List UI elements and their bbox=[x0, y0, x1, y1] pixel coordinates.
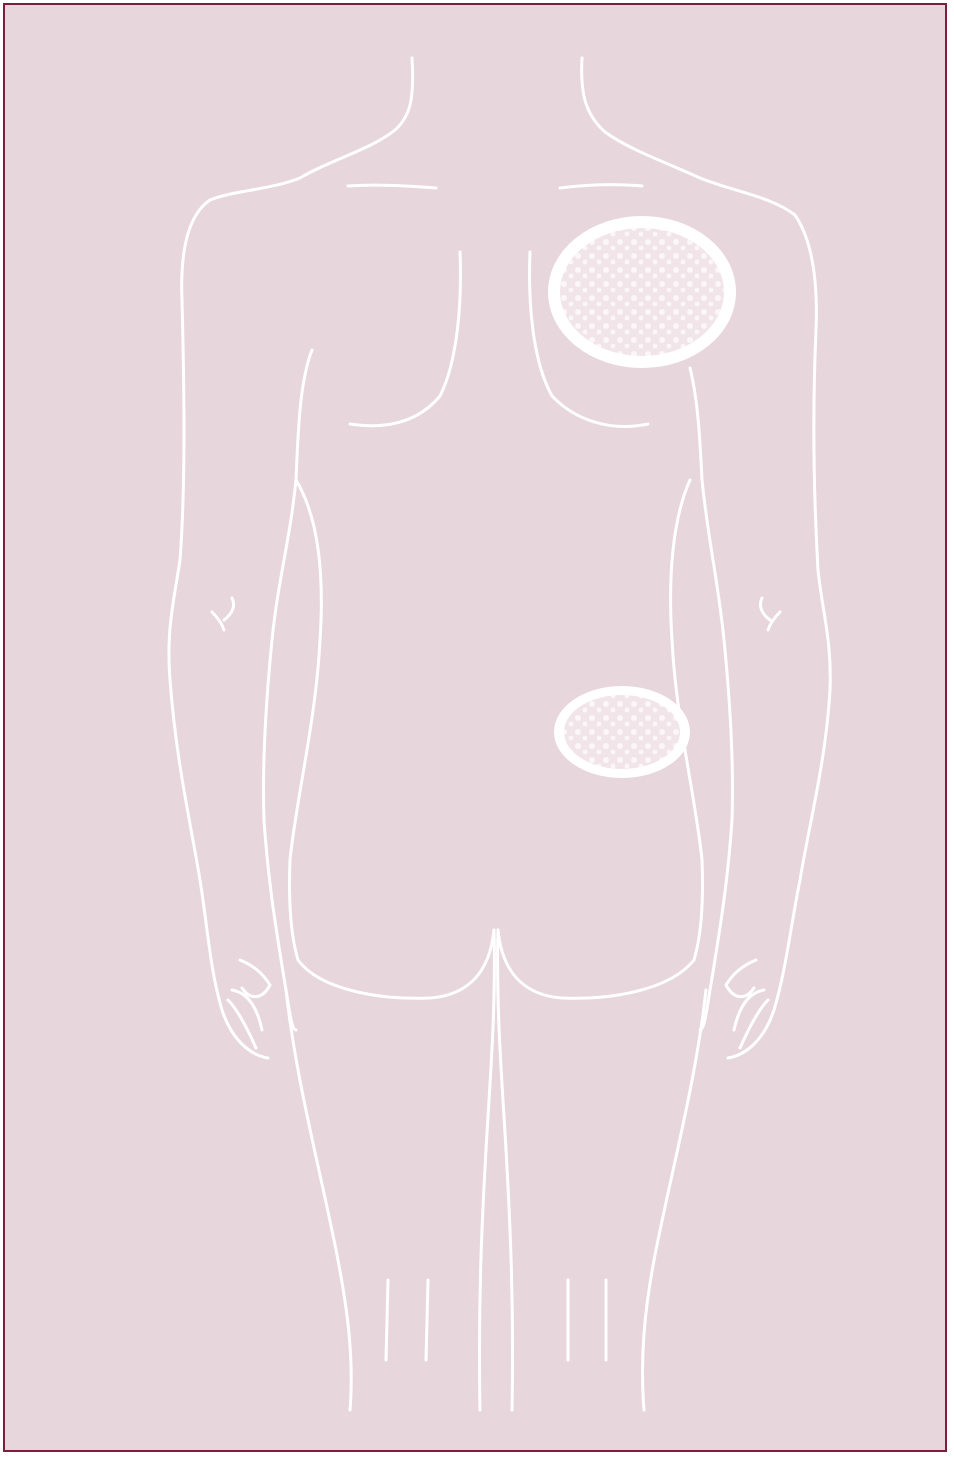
right-leg-outer bbox=[643, 990, 707, 1410]
left-torso-side bbox=[289, 480, 321, 960]
left-arm-outer bbox=[169, 200, 268, 1058]
left-leg-outer bbox=[286, 990, 351, 1410]
left-leg-inner bbox=[479, 930, 494, 1410]
right-leg-inner bbox=[498, 930, 513, 1410]
left-scapula bbox=[350, 252, 460, 426]
right-arm-outer bbox=[728, 215, 830, 1058]
neck-left-line bbox=[210, 58, 413, 200]
scapula-left-top bbox=[348, 185, 436, 188]
left-knee-lines bbox=[386, 1280, 428, 1360]
left-arm-inner bbox=[263, 350, 312, 1030]
right-knee-lines bbox=[568, 1280, 606, 1360]
buttocks-left bbox=[298, 930, 494, 998]
right-arm-inner bbox=[690, 368, 733, 1030]
buttocks-right bbox=[498, 930, 694, 998]
scapula-right-top bbox=[560, 185, 642, 188]
patch-upper-back bbox=[548, 216, 736, 368]
body-outline bbox=[169, 58, 830, 1410]
left-elbow bbox=[212, 598, 234, 630]
right-elbow bbox=[760, 598, 780, 630]
neck-right-line bbox=[582, 58, 795, 215]
patch-lower-back bbox=[554, 686, 690, 778]
